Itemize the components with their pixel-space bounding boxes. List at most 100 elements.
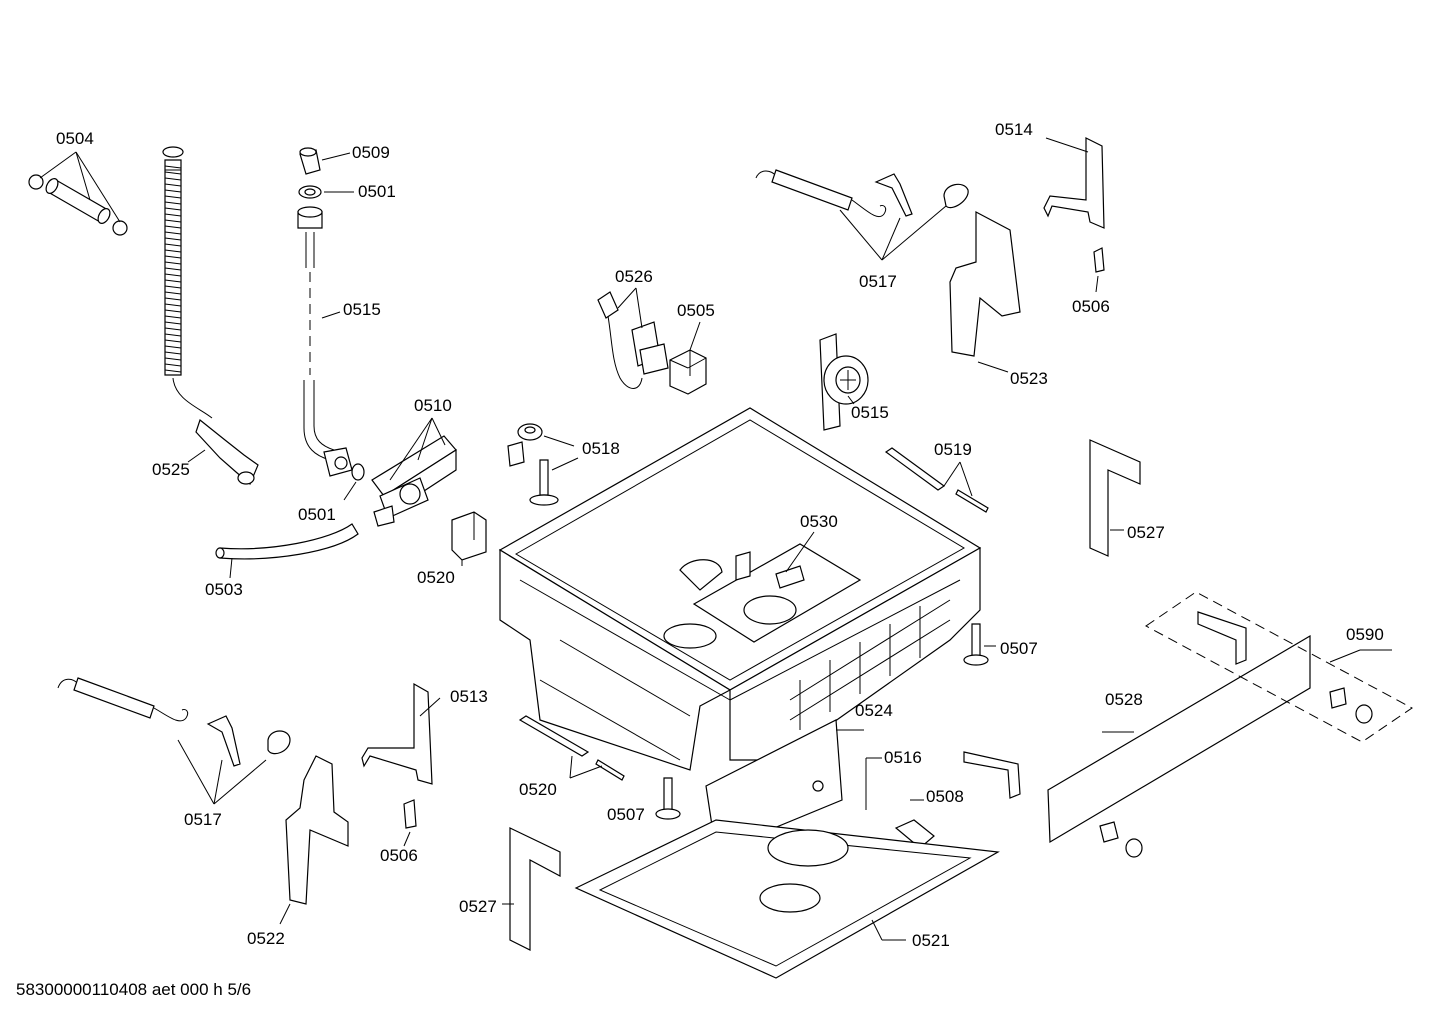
hose-corrugation xyxy=(164,297,182,301)
drawing-number: 58300000110408 aet 000 h 5/6 xyxy=(16,980,252,999)
part-0515-pump xyxy=(819,333,869,431)
part-0513-bracket xyxy=(361,682,441,785)
hose-corrugation xyxy=(164,219,182,223)
part-0520-rail xyxy=(518,715,625,781)
label-0590: 0590 xyxy=(1346,625,1384,644)
part-0514-bracket xyxy=(1043,137,1105,229)
hose-corrugation xyxy=(164,249,182,253)
hose-corrugation xyxy=(164,243,182,247)
hose-corrugation xyxy=(164,309,182,313)
hose-corrugation xyxy=(164,177,182,181)
hose-corrugation xyxy=(164,267,182,271)
hose-corrugation xyxy=(164,285,182,289)
part-0503-hose xyxy=(215,523,359,579)
part-0527-l-piece-right xyxy=(1089,439,1141,557)
label-0503: 0503 xyxy=(205,580,243,599)
label-0530: 0530 xyxy=(800,512,838,531)
part-0518-screw xyxy=(529,457,579,506)
hose-corrugation xyxy=(164,369,182,373)
part-0506-clip xyxy=(1093,247,1105,293)
label-0522: 0522 xyxy=(247,929,285,948)
part-0505-capacitor xyxy=(669,321,707,395)
part-0528-kickplate xyxy=(963,611,1311,858)
hose-corrugation xyxy=(164,327,182,331)
hose-corrugation xyxy=(164,183,182,187)
hose-corrugation xyxy=(164,345,182,349)
label-0526: 0526 xyxy=(615,267,653,286)
part-0520-cover xyxy=(451,511,487,566)
label-0515-right: 0515 xyxy=(851,403,889,422)
label-0523: 0523 xyxy=(1010,369,1048,388)
label-0520-upper: 0520 xyxy=(417,568,455,587)
label-0525: 0525 xyxy=(152,460,190,479)
label-0505: 0505 xyxy=(677,301,715,320)
label-0507-right: 0507 xyxy=(1000,639,1038,658)
label-0501-lower: 0501 xyxy=(298,505,336,524)
part-0515-supply-hose xyxy=(297,206,353,477)
label-0528: 0528 xyxy=(1105,690,1143,709)
hose-corrugation xyxy=(164,255,182,259)
hose-corrugation xyxy=(164,279,182,283)
label-0521: 0521 xyxy=(912,931,950,950)
hose-corrugation xyxy=(164,261,182,265)
label-0506-upper: 0506 xyxy=(1072,297,1110,316)
part-0522-bracket xyxy=(279,755,349,925)
hose-corrugation xyxy=(164,291,182,295)
part-0516-hose xyxy=(865,757,882,810)
label-0501-upper: 0501 xyxy=(358,182,396,201)
hose-corrugation xyxy=(164,333,182,337)
part-0518-gear xyxy=(507,423,575,467)
hose-corrugation xyxy=(164,273,182,277)
label-0514: 0514 xyxy=(995,120,1033,139)
part-0525-drain-hose xyxy=(162,146,259,485)
hose-corrugation xyxy=(164,339,182,343)
part-0519-rods xyxy=(884,447,989,513)
part-0530-base-assembly xyxy=(498,407,982,771)
part-0509-cap xyxy=(299,147,351,175)
part-0507-screw-right xyxy=(963,623,996,666)
part-0527-l-piece-left xyxy=(502,827,561,951)
label-0509: 0509 xyxy=(352,143,390,162)
label-0527-right: 0527 xyxy=(1127,523,1165,542)
hose-corrugation xyxy=(164,225,182,229)
hose-corrugation xyxy=(164,171,182,175)
hose-corrugation xyxy=(164,231,182,235)
hose-corrugation xyxy=(164,315,182,319)
label-0517-upper: 0517 xyxy=(859,272,897,291)
part-0504-pipe xyxy=(28,151,128,236)
part-0501-seal-ring xyxy=(343,463,365,501)
hose-corrugation xyxy=(164,363,182,367)
label-0506-lower: 0506 xyxy=(380,846,418,865)
label-0504: 0504 xyxy=(56,129,94,148)
hose-corrugation xyxy=(164,201,182,205)
label-0517-lower: 0517 xyxy=(184,810,222,829)
part-0517-spring-lower xyxy=(57,677,291,805)
label-0515-left: 0515 xyxy=(343,300,381,319)
hose-corrugation xyxy=(164,321,182,325)
part-0526-cable xyxy=(597,287,669,389)
grille xyxy=(789,599,951,730)
hose-corrugation xyxy=(164,357,182,361)
hose-corrugation xyxy=(164,303,182,307)
part-0510-valve xyxy=(371,417,457,527)
hose-corrugation xyxy=(164,189,182,193)
label-0508: 0508 xyxy=(926,787,964,806)
hose-corrugation xyxy=(164,195,182,199)
label-0519: 0519 xyxy=(934,440,972,459)
part-0507-screw-left xyxy=(655,777,681,820)
hose-corrugation xyxy=(164,207,182,211)
part-0517-spring-upper xyxy=(755,169,969,261)
label-0516: 0516 xyxy=(884,748,922,767)
part-0590-fixing-set xyxy=(1145,591,1413,743)
label-0510: 0510 xyxy=(414,396,452,415)
label-0507-lower: 0507 xyxy=(607,805,645,824)
label-0518: 0518 xyxy=(582,439,620,458)
hose-corrugation xyxy=(164,237,182,241)
part-0508-sensor xyxy=(894,799,935,849)
part-0521-base-plate xyxy=(574,819,1000,979)
label-0513: 0513 xyxy=(450,687,488,706)
hose-corrugation xyxy=(164,165,182,169)
hose-corrugation xyxy=(164,351,182,355)
part-0501-washer xyxy=(298,185,354,199)
